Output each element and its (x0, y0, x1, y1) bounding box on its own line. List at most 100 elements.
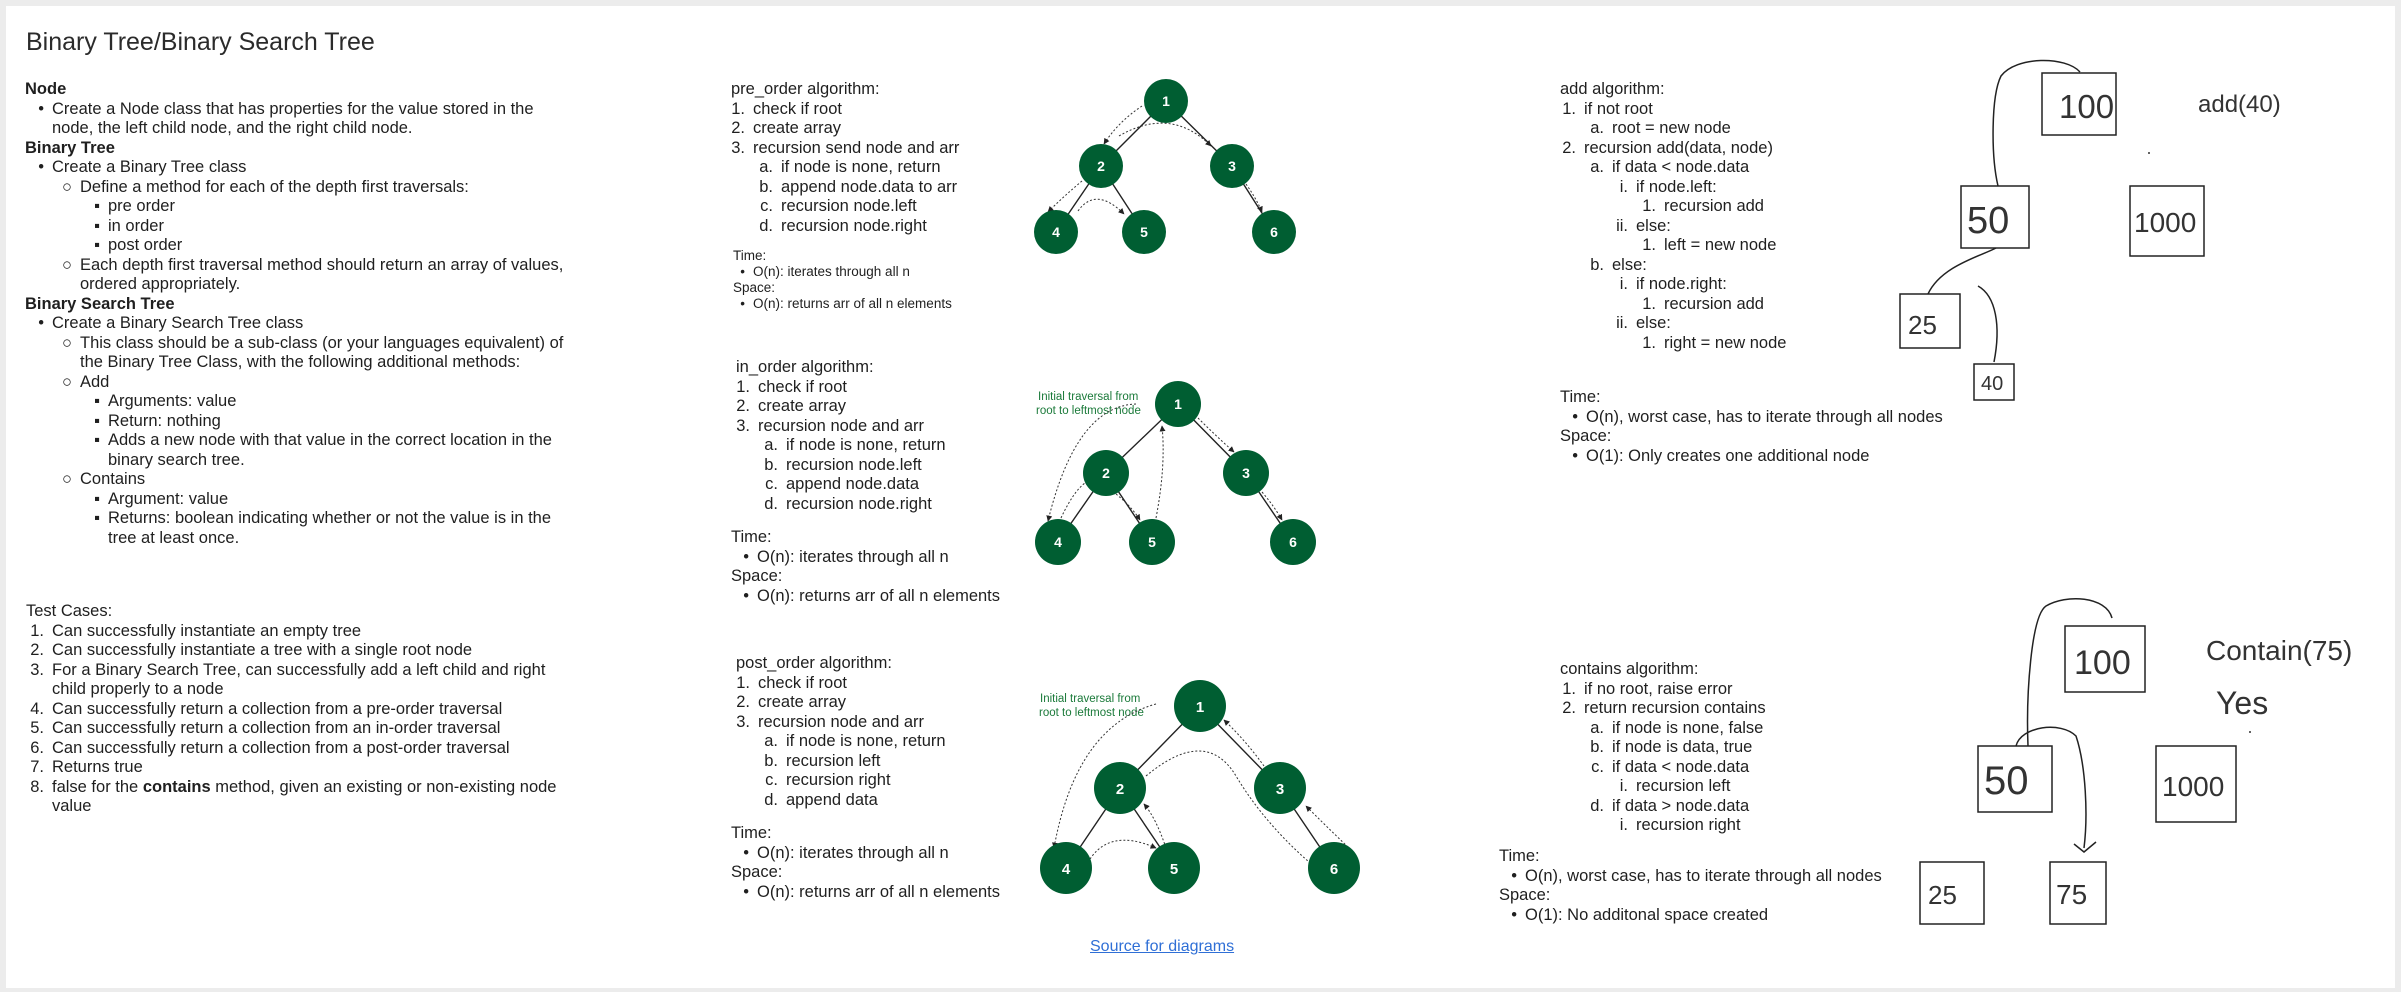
in-order-heading: in_order algorithm: (736, 358, 874, 376)
test-item-keyword: contains (142, 777, 211, 796)
tree-node: 3 (1223, 450, 1269, 496)
sketch-contains-answer: Yes (2216, 685, 2268, 721)
add-step: else: (1636, 314, 1671, 332)
svg-text:6: 6 (1289, 534, 1297, 550)
test-item: For a Binary Search Tree, can successful… (52, 660, 546, 679)
add-step: if not root (1584, 99, 1653, 118)
contains-step: if node is data, true (1612, 738, 1753, 756)
add-step: recursion add(data, node) (1584, 138, 1773, 157)
sketch-dot (2148, 152, 2150, 154)
bt-sub1-item: pre order (108, 197, 175, 215)
contains-algo-heading: contains algorithm: (1560, 660, 1699, 678)
time-value: O(n), worst case, has to iterate through… (1586, 407, 1943, 426)
bt-sub1: Define a method for each of the depth fi… (80, 177, 469, 196)
pre-order-step: recursion send node and arr (753, 138, 960, 157)
post-order-annotation: Initial traversal from (1040, 693, 1140, 705)
bst-sub1: This class should be a sub-class (or you… (80, 333, 564, 352)
space-value: O(n): returns arr of all n elements (753, 296, 952, 311)
pre-order-substep: recursion node.right (781, 216, 927, 235)
post-order-substep: if node is none, return (786, 732, 946, 750)
pre-order-heading: pre_order algorithm: (731, 80, 880, 98)
add-step: right = new node (1664, 333, 1787, 352)
in-order-step: create array (758, 397, 847, 415)
svg-text:1: 1 (1162, 93, 1170, 109)
add-step: else: (1636, 216, 1671, 235)
test-item: Can successfully return a collection fro… (52, 699, 503, 718)
svg-text:4: 4 (1054, 534, 1062, 550)
sketch-box-label: 40 (1981, 373, 2003, 395)
sketch-box-label: 50 (1967, 200, 2009, 242)
space-label: Space: (733, 280, 776, 295)
tree-node: 4 (1035, 519, 1081, 565)
in-order-complexity: Time: •O(n): iterates through all n Spac… (731, 528, 1001, 605)
in-order-annotation: root to leftmost node (1036, 405, 1141, 417)
add-step: recursion add (1664, 197, 1764, 215)
sketch-box-label: 75 (2056, 879, 2087, 910)
contains-returns-cont: tree at least once. (108, 528, 240, 547)
time-value: O(n), worst case, has to iterate through… (1525, 866, 1882, 885)
contains-sketch (1919, 597, 2237, 925)
bst-heading: Binary Search Tree (25, 294, 175, 313)
time-label: Time: (733, 248, 767, 263)
sketch-box-label: 100 (2074, 644, 2131, 682)
time-value: O(n): iterates through all n (757, 547, 949, 566)
tree-node: 6 (1252, 210, 1296, 254)
tree-node: 3 (1254, 762, 1306, 814)
post-order-substep: recursion left (786, 751, 881, 770)
svg-text:4: 4 (1052, 224, 1060, 240)
add-desc: Adds a new node with that value in the c… (108, 431, 552, 449)
pre-order-tree: 1 2 3 4 5 6 (1034, 79, 1296, 254)
test-item-cont: value (52, 797, 92, 815)
sketch-contains-label: Contain(75) (2206, 635, 2352, 666)
tree-node: 6 (1270, 519, 1316, 565)
svg-text:1: 1 (1174, 396, 1182, 412)
in-order-substep: if node is none, return (786, 436, 946, 454)
space-label: Space: (731, 863, 783, 881)
add-return: Return: nothing (108, 411, 221, 430)
sketch-box-label: 50 (1984, 759, 2029, 803)
page-title: Binary Tree/Binary Search Tree (26, 28, 375, 56)
tree-node: 5 (1129, 519, 1175, 565)
tree-node: 1 (1144, 79, 1188, 123)
svg-text:3: 3 (1276, 781, 1284, 798)
tree-node: 5 (1148, 842, 1200, 894)
space-label: Space: (731, 567, 783, 585)
time-label: Time: (731, 528, 772, 546)
add-algo-heading: add algorithm: (1560, 80, 1665, 98)
post-order-annotation: root to leftmost node (1039, 707, 1144, 719)
space-label: Space: (1499, 886, 1551, 904)
source-for-diagrams-link[interactable]: Source for diagrams (1090, 938, 1235, 955)
time-value: O(n): iterates through all n (757, 843, 949, 862)
in-order-tree: Initial traversal from root to leftmost … (1035, 381, 1316, 565)
tests-heading: Test Cases: (26, 602, 113, 620)
sketch-box-label: 1000 (2162, 771, 2224, 802)
whiteboard: Binary Tree/Binary Search Tree Node •Cre… (6, 6, 2395, 988)
contains-label: Contains (80, 470, 146, 488)
test-cases: Test Cases: 1.Can successfully instantia… (26, 602, 557, 815)
post-order-step: check if root (758, 673, 847, 692)
bt-sub1-item: post order (108, 236, 183, 254)
tree-node: 3 (1210, 144, 1254, 188)
add-step: left = new node (1664, 236, 1777, 254)
add-step: root = new node (1612, 119, 1731, 137)
bst-item: Create a Binary Search Tree class (52, 314, 304, 332)
post-order-step: recursion node and arr (758, 712, 925, 731)
pre-order-step: check if root (753, 99, 842, 118)
bt-item: Create a Binary Tree class (52, 158, 247, 176)
pre-order-substep: if node is none, return (781, 158, 941, 176)
space-value: O(n): returns arr of all n elements (757, 586, 1001, 605)
tree-node: 2 (1079, 144, 1123, 188)
svg-text:3: 3 (1228, 158, 1236, 174)
contains-step: recursion left (1636, 777, 1731, 795)
sketch-box-label: 25 (1928, 880, 1957, 910)
tree-node: 4 (1040, 842, 1092, 894)
contains-step: if no root, raise error (1584, 679, 1733, 698)
contains-step: if data > node.data (1612, 796, 1750, 815)
svg-text:2: 2 (1116, 781, 1124, 798)
bt-heading: Binary Tree (25, 138, 115, 157)
sketch-box-label: 25 (1908, 310, 1937, 340)
contains-step: return recursion contains (1584, 699, 1766, 717)
in-order-algorithm: in_order algorithm: 1.check if root 2.cr… (736, 358, 946, 513)
pre-order-substep: append node.data to arr (781, 177, 958, 196)
svg-text:3: 3 (1242, 465, 1250, 481)
